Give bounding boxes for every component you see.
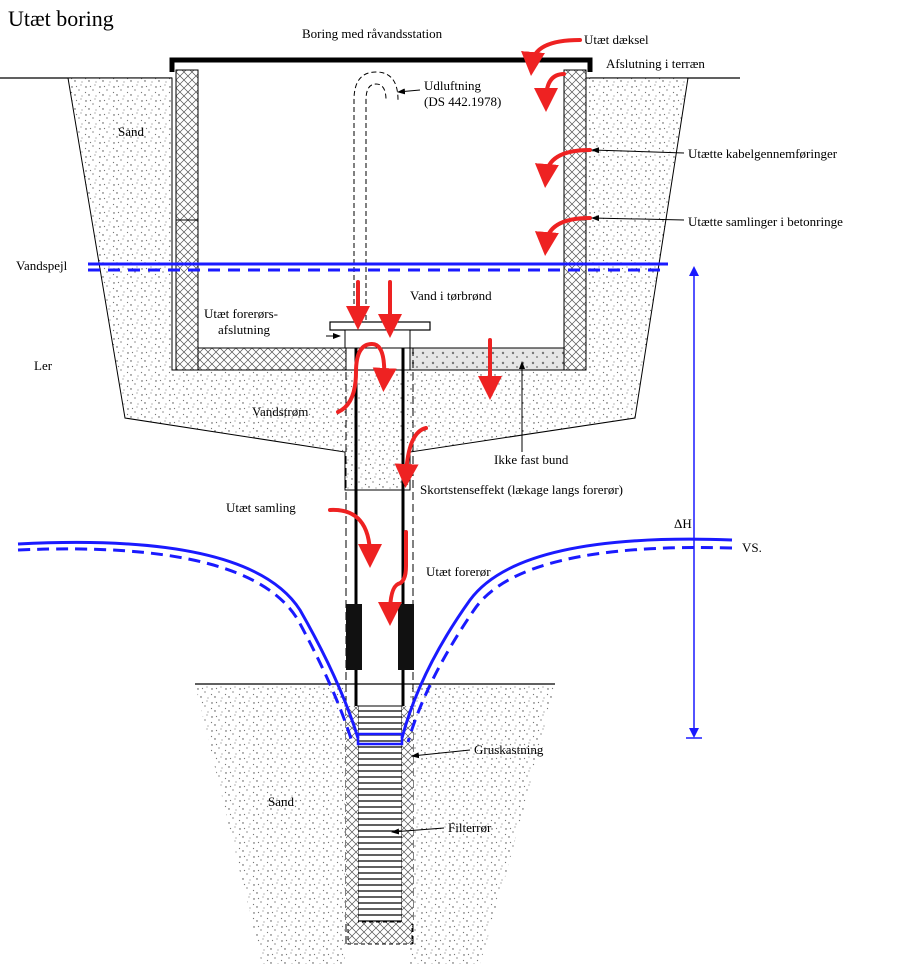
leak-arrow-cable bbox=[534, 148, 592, 188]
excavation-backfill bbox=[67, 77, 689, 491]
label-water-in-dry-well: Vand i tørbrønd bbox=[410, 288, 492, 303]
label-not-fixed-bottom: Ikke fast bund bbox=[494, 452, 569, 467]
leader-ventilation bbox=[397, 88, 421, 95]
label-filter-pipe: Filterrør bbox=[448, 820, 492, 835]
leader-rings bbox=[591, 215, 685, 222]
drawdown-curve-right bbox=[400, 537, 733, 739]
diagram-title: Utæt boring bbox=[8, 6, 114, 31]
leak-arrows bbox=[328, 38, 592, 626]
label-clay: Ler bbox=[34, 358, 53, 373]
well-water-level bbox=[356, 732, 404, 746]
label-sand-top: Sand bbox=[118, 124, 145, 139]
bottom-plug bbox=[347, 921, 413, 945]
label-leaky-joint: Utæt samling bbox=[226, 500, 296, 515]
label-terrain: Afslutning i terræn bbox=[606, 56, 705, 71]
station-lid bbox=[169, 57, 593, 72]
ventilation-pipe-outer bbox=[353, 71, 399, 320]
label-water-level-vs: VS. bbox=[742, 540, 762, 555]
seal-block-right bbox=[398, 604, 414, 670]
label-ventilation: Udluftning bbox=[424, 78, 482, 93]
leak-arrow-casing bbox=[378, 530, 408, 626]
drawdown-curve-left bbox=[17, 540, 360, 739]
filter-pipe bbox=[357, 705, 403, 925]
label-water-flow: Vandstrøm bbox=[252, 404, 308, 419]
label-cable: Utætte kabelgennemføringer bbox=[688, 146, 838, 161]
aquifer-sand-right bbox=[410, 684, 555, 964]
seal-block-left bbox=[346, 604, 362, 670]
bottom-gravel-right bbox=[409, 347, 565, 371]
leader-lines bbox=[326, 88, 685, 835]
gravel-pack-left bbox=[346, 706, 358, 924]
leak-arrow-lid bbox=[521, 38, 582, 76]
leak-arrow-rings bbox=[534, 216, 592, 256]
label-chimney-effect: Skortstenseffekt (lækage langs forerør) bbox=[420, 482, 623, 497]
leak-arrow-vandstrom bbox=[336, 341, 397, 414]
label-casing-head-2: afslutning bbox=[218, 322, 270, 337]
label-leaky-casing: Utæt forerør bbox=[426, 564, 491, 579]
leak-arrow-joint bbox=[328, 507, 382, 568]
casing-head-plate bbox=[329, 321, 431, 331]
ventilation-pipe-inner bbox=[365, 83, 387, 320]
label-sand-bottom: Sand bbox=[268, 794, 295, 809]
delta-h-arrowhead-bottom bbox=[689, 728, 699, 738]
bottom-slab-left bbox=[197, 347, 347, 371]
drawdown-curve-right-dashed bbox=[406, 546, 733, 743]
label-water-table: Vandspejl bbox=[16, 258, 68, 273]
aquifer-sand-left bbox=[195, 684, 345, 964]
drawdown-curve-left-dashed bbox=[17, 547, 354, 743]
leak-arrow-terrain bbox=[534, 72, 566, 112]
leak-arrow-chimney bbox=[394, 426, 428, 488]
leader-cable bbox=[591, 147, 685, 154]
label-ventilation-standard: (DS 442.1978) bbox=[424, 94, 501, 109]
label-delta-h: ΔH bbox=[674, 516, 692, 531]
label-station: Boring med råvandsstation bbox=[302, 26, 443, 41]
label-rings: Utætte samlinger i betonringe bbox=[688, 214, 843, 229]
label-gravel-pack: Gruskastning bbox=[474, 742, 544, 757]
leader-filter bbox=[391, 827, 445, 835]
delta-h-arrowhead-top bbox=[689, 266, 699, 276]
label-leaky-lid: Utæt dæksel bbox=[584, 32, 649, 47]
label-casing-head-1: Utæt forerørs- bbox=[204, 306, 278, 321]
leader-gravel bbox=[411, 749, 471, 759]
gravel-pack-right bbox=[402, 706, 413, 924]
